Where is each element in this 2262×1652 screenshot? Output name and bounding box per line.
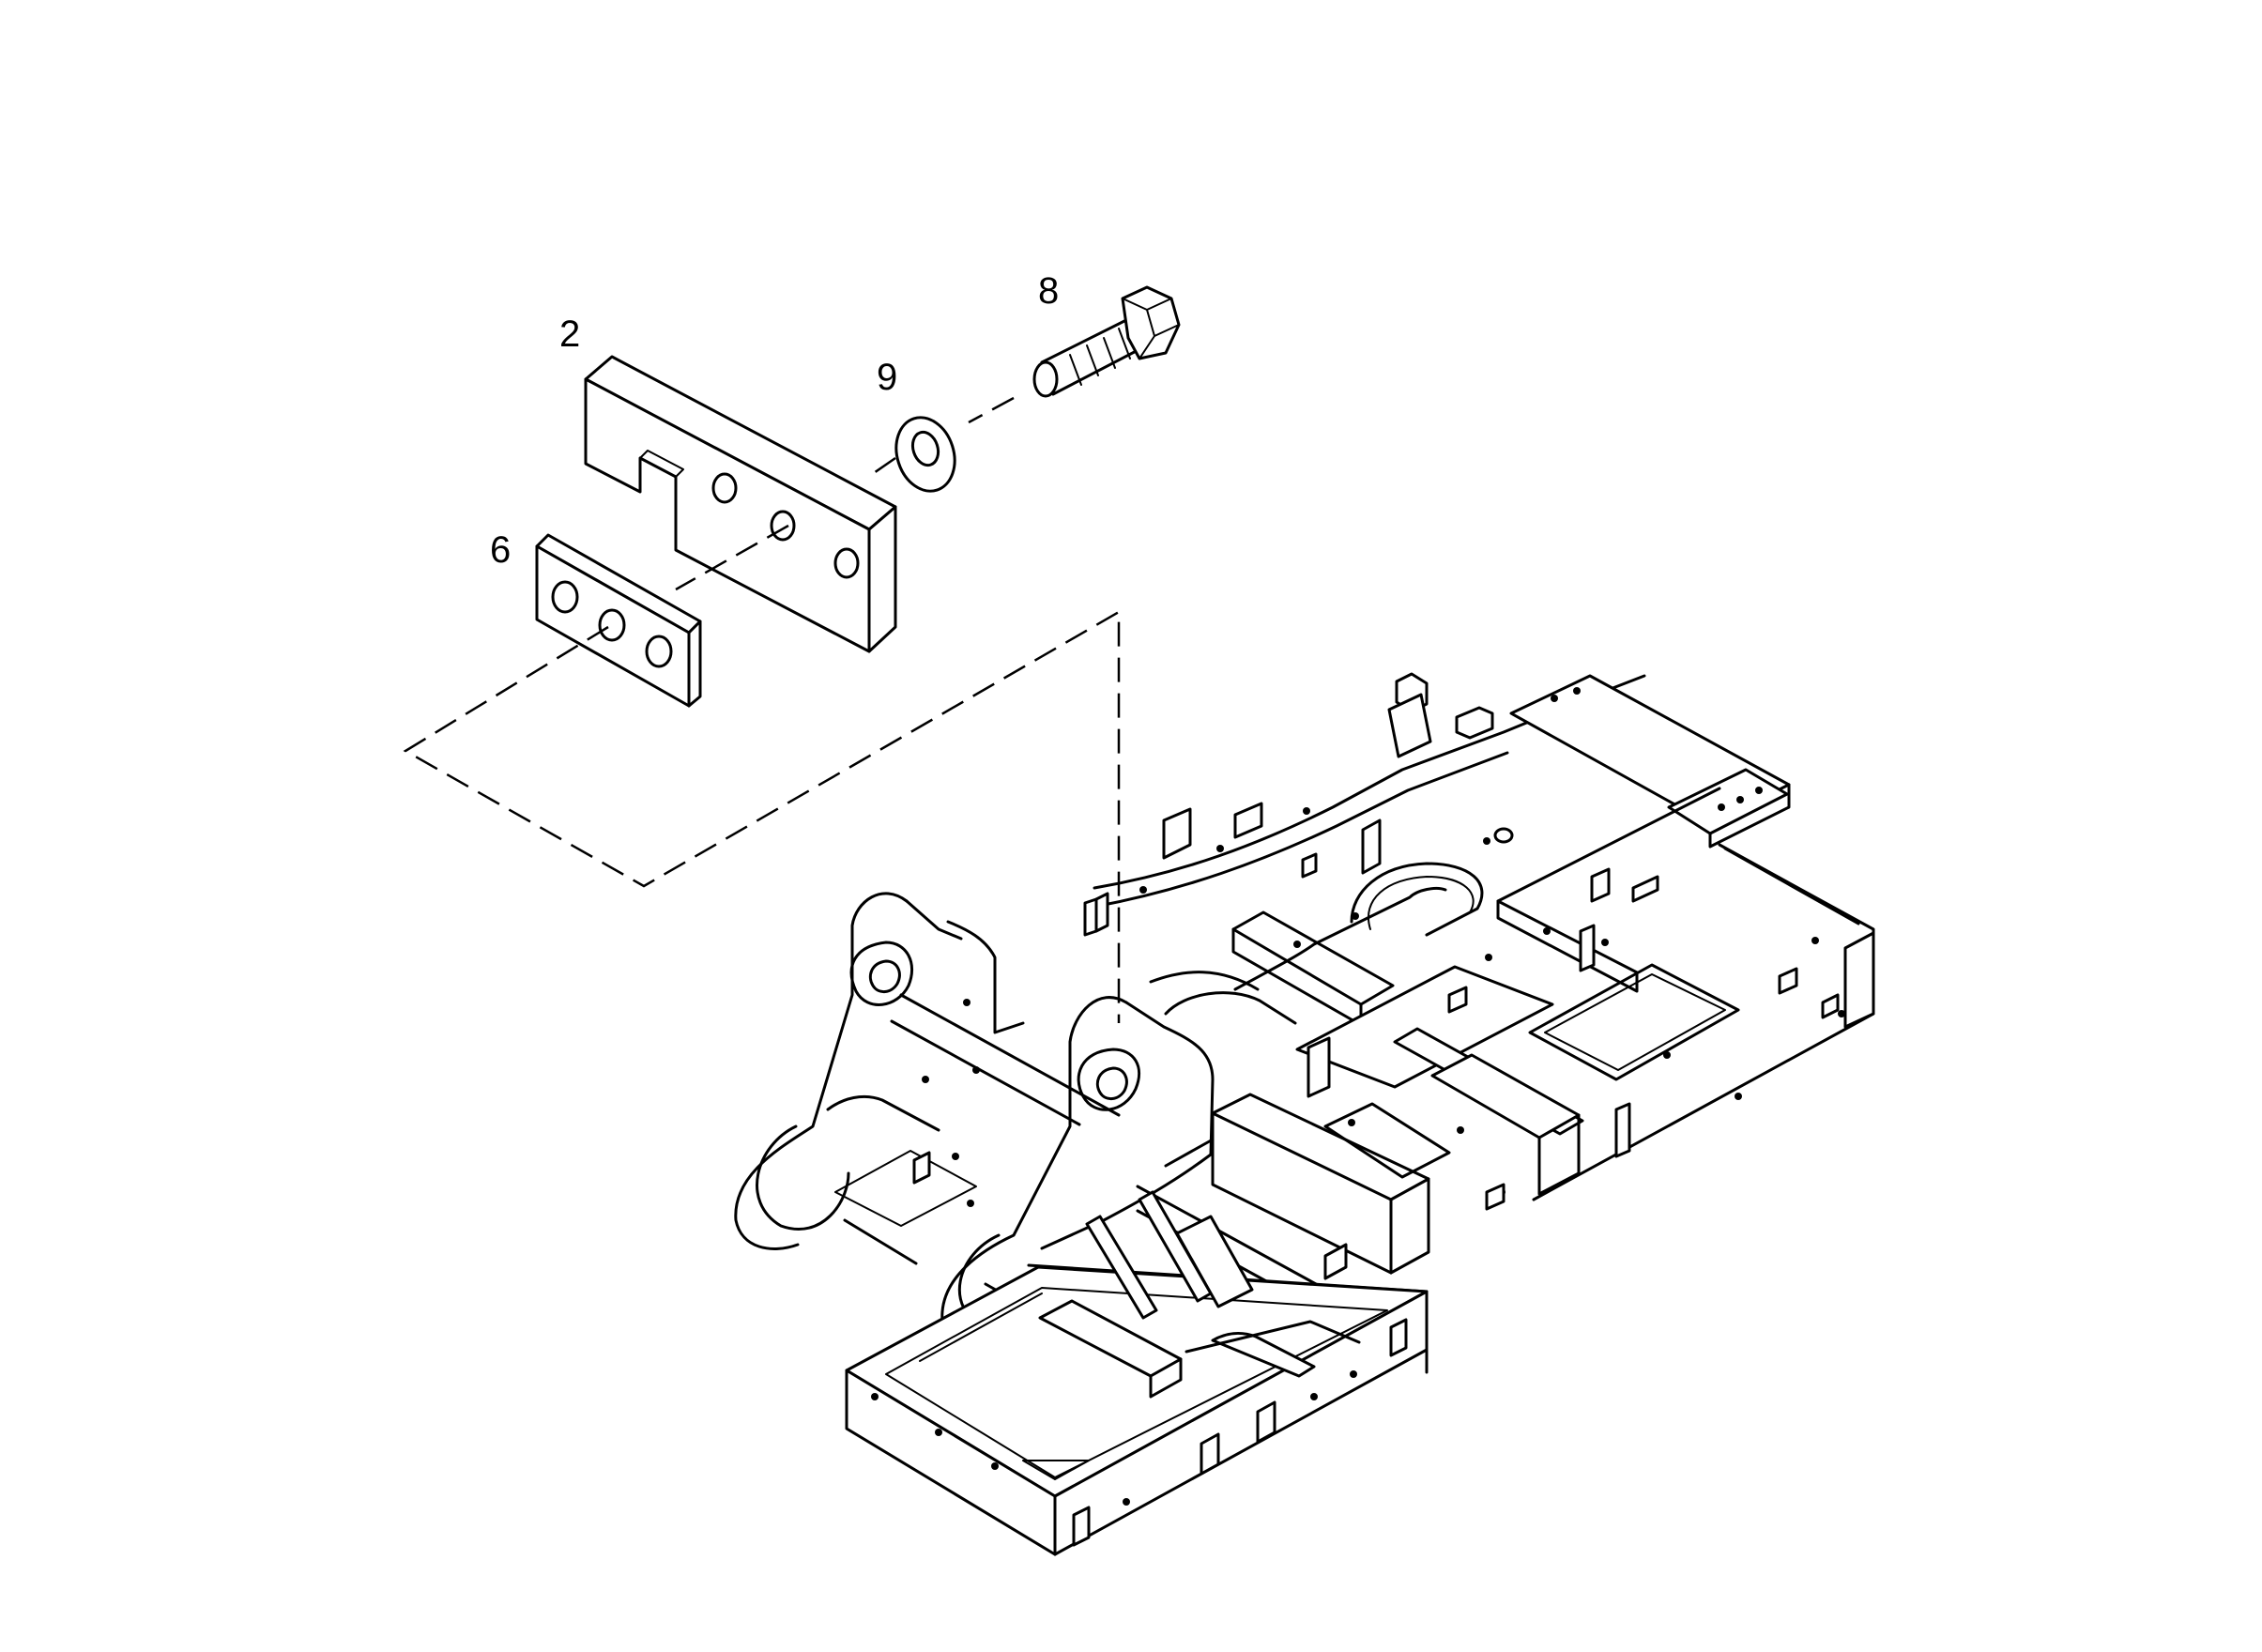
callout-label-8: 8 <box>1038 270 1060 312</box>
callout-label-2: 2 <box>559 314 581 355</box>
part-6-shim-plate <box>535 533 702 708</box>
callout-label-6: 6 <box>490 529 512 571</box>
excavator-main-frame <box>734 672 1875 1556</box>
part-2-slotted-plate <box>584 355 897 653</box>
callout-label-9: 9 <box>877 357 898 398</box>
assembly-center-lines <box>403 396 1121 1023</box>
part-8-hex-bolt <box>1032 285 1181 398</box>
part-9-washer <box>894 416 956 493</box>
